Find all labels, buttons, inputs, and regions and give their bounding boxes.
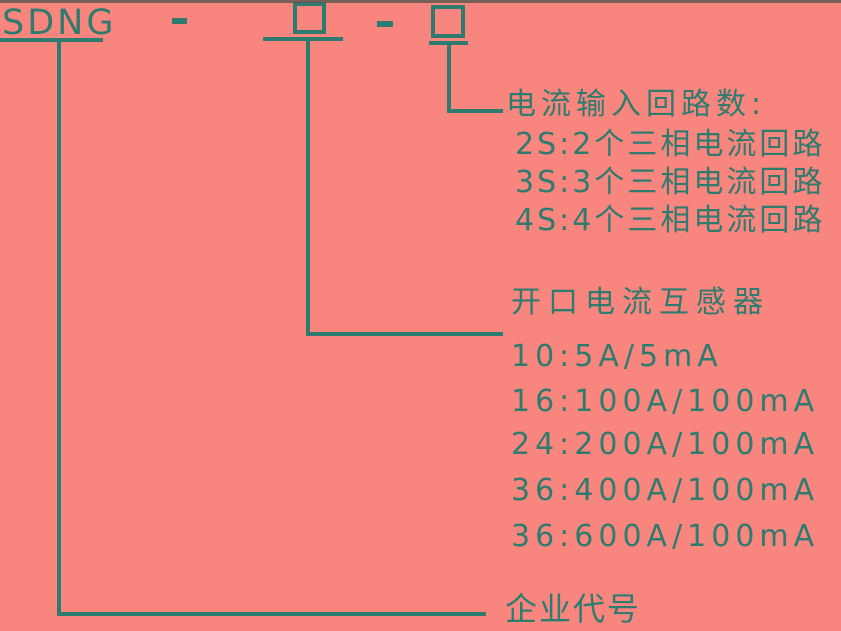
prefix-leader-elbow	[57, 612, 486, 616]
placeholder-box-1	[293, 2, 326, 34]
current-input-item: 4S:4个三相电流回路	[515, 203, 826, 238]
box1-leader-stem	[306, 37, 310, 336]
box2-leader-elbow	[447, 109, 503, 113]
transformer-section-title: 开口电流互感器	[511, 285, 770, 320]
placeholder-box-2	[431, 5, 465, 38]
transformer-item: 16:100A/100mA	[511, 384, 820, 419]
current-input-section-title: 电流输入回路数:	[506, 87, 767, 122]
transformer-item: 10:5A/5mA	[511, 339, 723, 374]
model-prefix-text: SDNG	[2, 3, 117, 43]
box2-leader-stem	[447, 41, 451, 113]
transformer-item: 36:600A/100mA	[511, 519, 820, 554]
prefix-underline	[0, 38, 103, 42]
current-input-item: 2S:2个三相电流回路	[515, 127, 826, 162]
transformer-item: 36:400A/100mA	[511, 473, 820, 508]
separator-dash-1	[172, 18, 187, 24]
company-code-label: 企业代号	[505, 590, 642, 628]
prefix-leader-stem	[57, 38, 61, 616]
image-bottom-edge	[0, 0, 841, 3]
transformer-item: 24:200A/100mA	[511, 427, 820, 462]
current-input-item: 3S:3个三相电流回路	[515, 165, 826, 200]
box1-underline	[263, 37, 343, 41]
box1-leader-elbow	[306, 332, 503, 336]
separator-dash-2	[377, 21, 393, 27]
